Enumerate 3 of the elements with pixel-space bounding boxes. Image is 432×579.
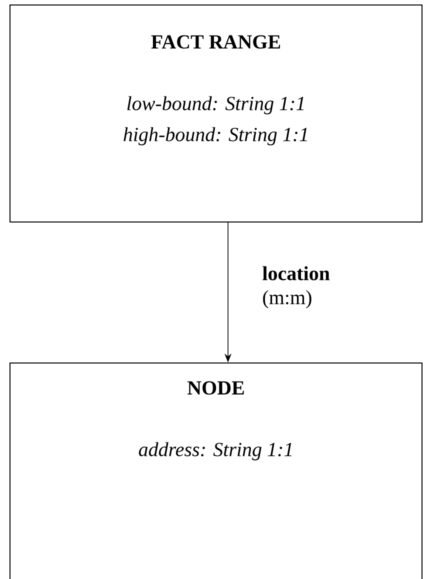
entity-box: NODE address: String 1:1 xyxy=(10,362,422,579)
edge-label: location (m:m) xyxy=(262,266,330,308)
entity-box: FACT RANGE low-bound: String 1:1 high-bound: String 1:1 xyxy=(10,4,422,222)
